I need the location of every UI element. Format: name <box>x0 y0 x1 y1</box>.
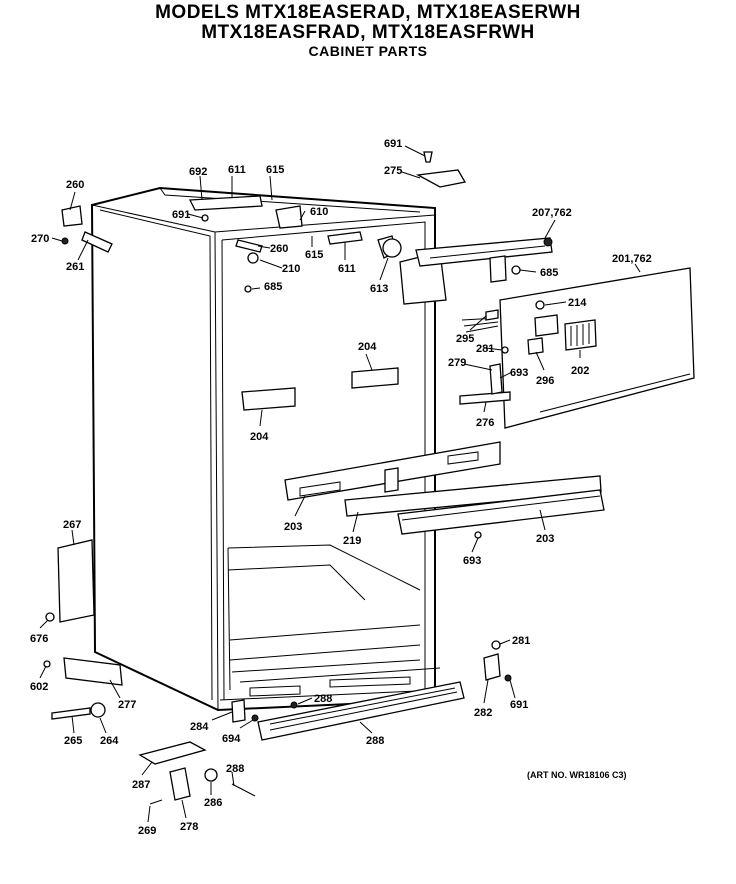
callout-278: 278 <box>180 821 198 833</box>
callout-611: 611 <box>228 164 246 176</box>
art-number: (ART NO. WR18106 C3) <box>527 770 627 780</box>
control-panel <box>459 267 695 429</box>
callout-282: 282 <box>474 707 492 719</box>
cabinet-body <box>90 186 441 712</box>
callout-260: 260 <box>270 243 288 255</box>
callout-613: 613 <box>370 283 388 295</box>
callout-685: 685 <box>540 267 558 279</box>
callout-615: 615 <box>266 164 284 176</box>
callout-261: 261 <box>66 261 84 273</box>
models-title-line-2: MTX18EASFRAD, MTX18EASFRWH <box>201 22 535 43</box>
brackets <box>241 367 399 411</box>
callout-692: 692 <box>189 166 207 178</box>
callout-694: 694 <box>222 733 241 745</box>
callout-693: 693 <box>463 555 481 567</box>
leader-lines <box>39 145 641 823</box>
callout-676: 676 <box>30 633 48 645</box>
callout-284: 284 <box>190 721 209 733</box>
callout-691: 691 <box>384 138 402 150</box>
callout-270: 270 <box>31 233 49 245</box>
callout-691: 691 <box>510 699 528 711</box>
callout-296: 296 <box>536 375 554 387</box>
callout-214: 214 <box>568 297 587 309</box>
callout-610: 610 <box>310 206 328 218</box>
callout-288: 288 <box>366 735 384 747</box>
callout-693: 693 <box>510 367 528 379</box>
callout-685: 685 <box>264 281 282 293</box>
callout-202: 202 <box>571 365 589 377</box>
callout-219: 219 <box>343 535 361 547</box>
top-hinge-assembly <box>61 151 467 264</box>
callout-611: 611 <box>338 263 356 275</box>
callout-275: 275 <box>384 165 402 177</box>
callout-691: 691 <box>172 209 190 221</box>
callout-204: 204 <box>358 341 377 353</box>
callout-260: 260 <box>66 179 84 191</box>
callout-207-762: 207,762 <box>532 207 572 219</box>
callout-264: 264 <box>100 735 119 747</box>
callout-203: 203 <box>536 533 554 545</box>
fan-and-evaporator <box>377 235 553 305</box>
callout-286: 286 <box>204 797 222 809</box>
callout-295: 295 <box>456 333 474 345</box>
callout-265: 265 <box>64 735 82 747</box>
callout-288: 288 <box>226 763 244 775</box>
callout-288: 288 <box>314 693 332 705</box>
models-title-line-1: MODELS MTX18EASERAD, MTX18EASERWH <box>155 2 581 23</box>
callout-210: 210 <box>282 263 300 275</box>
callout-615: 615 <box>305 249 323 261</box>
callout-602: 602 <box>30 681 48 693</box>
callout-279: 279 <box>448 357 466 369</box>
cabinet-parts-subtitle: CABINET PARTS <box>308 43 428 59</box>
callout-277: 277 <box>118 699 136 711</box>
callout-201-762: 201,762 <box>612 253 652 265</box>
callout-267: 267 <box>63 519 81 531</box>
callout-203: 203 <box>284 521 302 533</box>
mullion-rails <box>284 441 605 535</box>
bottom-parts <box>43 214 512 805</box>
callout-labels: 691 275 692 611 615 260 691 610 270 261 … <box>30 138 652 837</box>
callout-269: 269 <box>138 825 156 837</box>
callout-287: 287 <box>132 779 150 791</box>
callout-281: 281 <box>476 343 494 355</box>
callout-281: 281 <box>512 635 530 647</box>
callout-204: 204 <box>250 431 269 443</box>
callout-276: 276 <box>476 417 494 429</box>
